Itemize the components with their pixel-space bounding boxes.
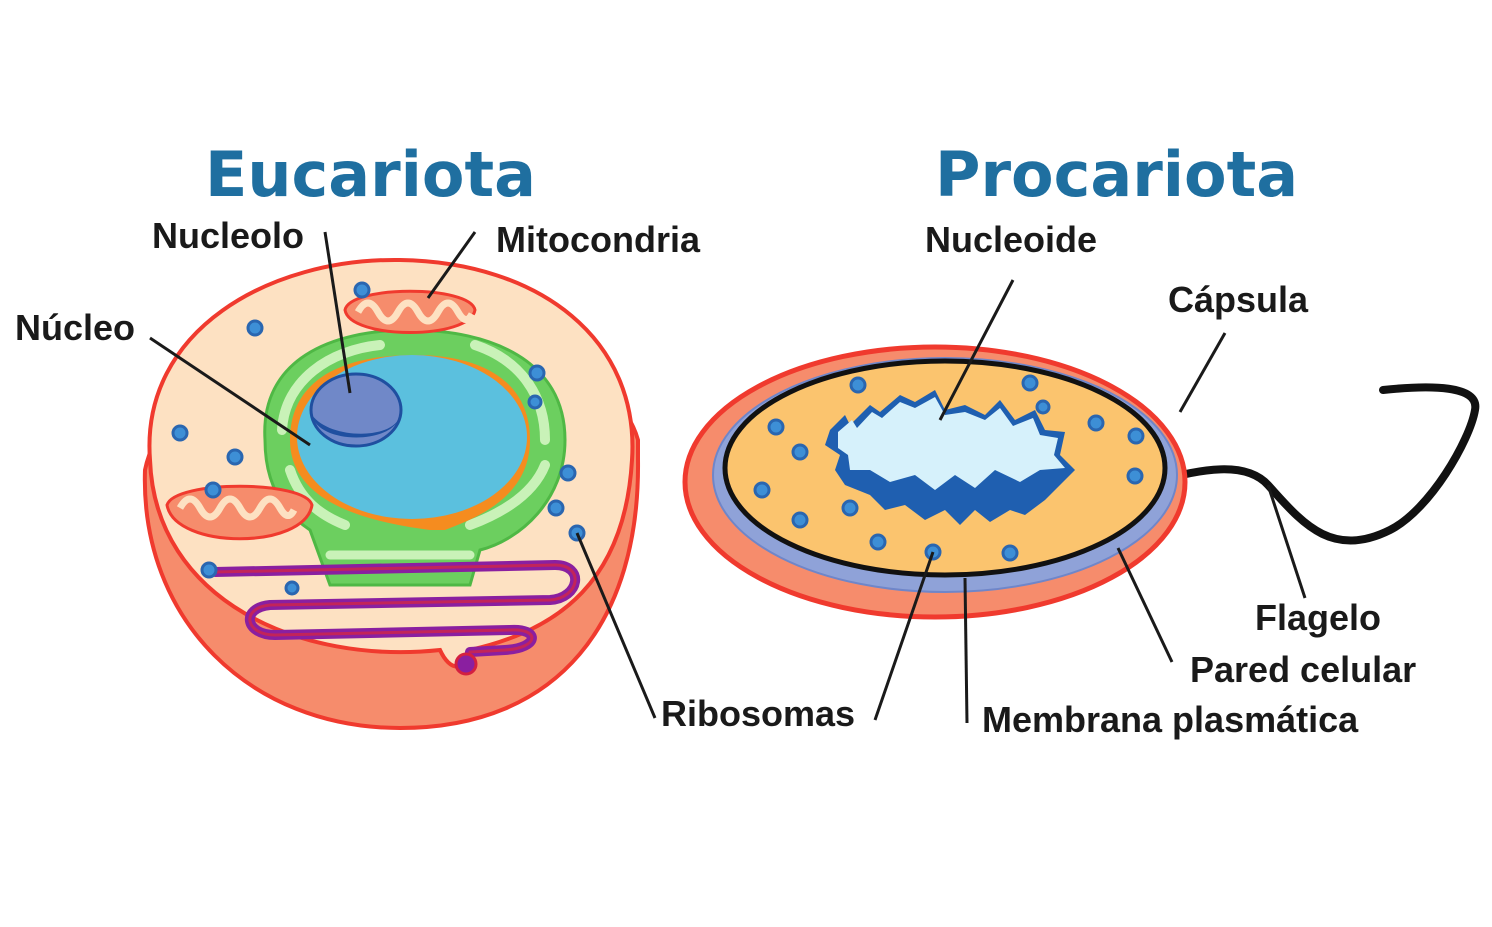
label-nucleoid: Nucleoide xyxy=(925,219,1097,260)
label-capsule: Cápsula xyxy=(1168,279,1309,320)
label-cell-wall: Pared celular xyxy=(1190,649,1416,690)
ribosomes xyxy=(171,281,586,596)
prokaryotic-cell xyxy=(682,344,1480,620)
leader-lines xyxy=(149,231,1307,724)
nucleolus xyxy=(309,372,403,448)
eukaryote-title: Eucariota xyxy=(205,138,536,211)
eukaryotic-cell xyxy=(142,257,641,731)
label-ribosomes: Ribosomas xyxy=(661,693,855,734)
mitochondrion xyxy=(165,484,314,541)
prokaryote-title: Procariota xyxy=(935,138,1298,211)
label-flagellum: Flagelo xyxy=(1255,597,1381,638)
ribosomes xyxy=(753,374,1145,562)
label-plasma-membrane: Membrana plasmática xyxy=(982,699,1359,740)
label-nucleolus: Nucleolo xyxy=(152,215,304,256)
label-nucleus: Núcleo xyxy=(15,307,135,348)
flagellum xyxy=(1156,383,1480,545)
label-mitochondria: Mitocondria xyxy=(496,219,701,260)
mitochondrion xyxy=(343,289,477,334)
